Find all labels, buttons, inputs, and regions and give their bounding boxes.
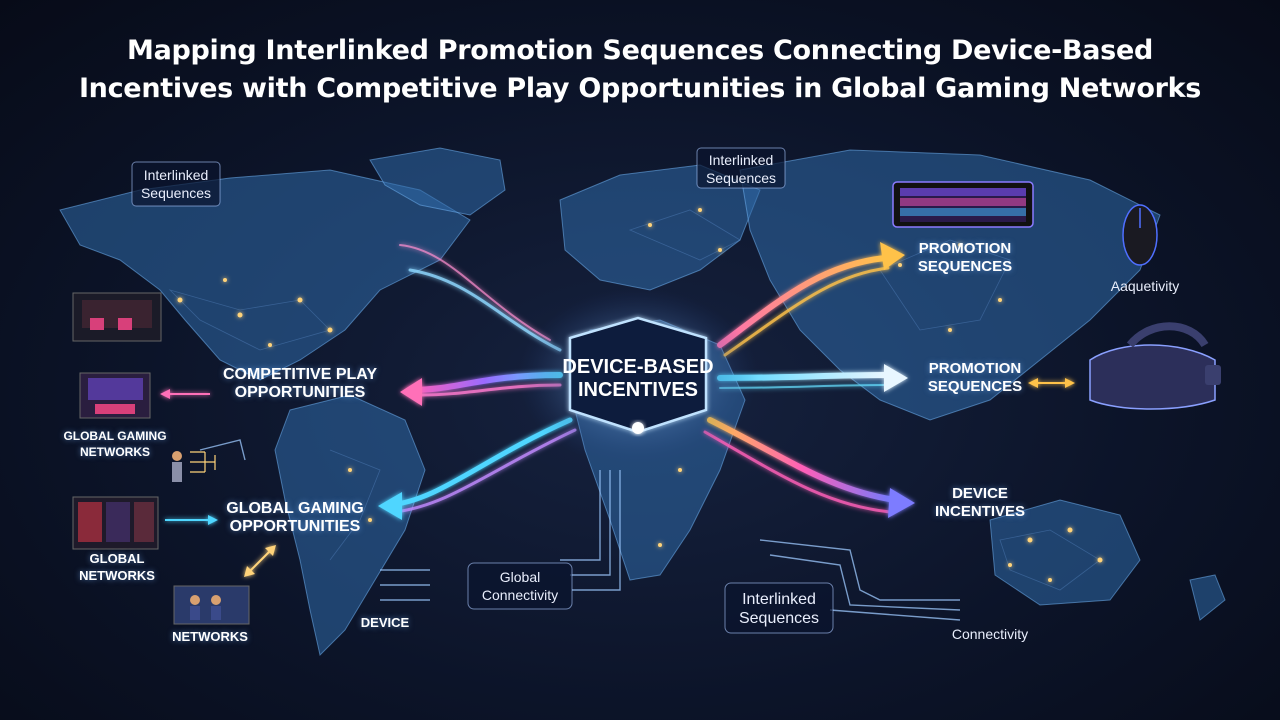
vr-headset-icon <box>1089 322 1221 410</box>
label-competitive-play-opportunities: COMPETITIVE PLAY OPPORTUNITIES <box>222 366 378 401</box>
stream-global-opp <box>387 417 573 508</box>
title-line-1: Mapping Interlinked Promotion Sequences … <box>127 35 1153 66</box>
label-networks: NETWORKS <box>172 629 248 644</box>
label-global-networks: GLOBAL NETWORKS <box>79 551 155 583</box>
hub: DEVICE-BASED INCENTIVES <box>518 288 758 468</box>
arrow-to-promotion-mid <box>884 364 908 392</box>
glow-nodes <box>177 208 1103 582</box>
networks-players-icon <box>173 585 250 625</box>
label-device: DEVICE <box>360 615 410 630</box>
arrow-to-global-opp <box>378 492 402 520</box>
circuit-small-arrows <box>160 378 1075 577</box>
hub-line-2: INCENTIVES <box>578 379 698 401</box>
player-figure-icon <box>172 451 182 482</box>
arrowheads-left <box>378 378 422 520</box>
north-america <box>59 169 471 381</box>
label-global-gaming-networks: GLOBAL GAMING NETWORKS <box>63 429 167 459</box>
arrow-to-device-incentives <box>888 488 915 518</box>
team-chart-icon <box>190 451 216 473</box>
new-zealand <box>1189 574 1226 621</box>
australia <box>989 499 1141 606</box>
greenland <box>369 147 506 216</box>
label-device-incentives: DEVICE INCENTIVES <box>934 485 1025 520</box>
tournament-screens-icon <box>72 496 159 550</box>
hub-hexagon <box>568 316 708 434</box>
asia <box>739 149 1161 421</box>
label-interlinked-sequences-bottom: Interlinked Sequences <box>738 591 820 627</box>
esports-stage-icon <box>72 292 162 342</box>
arrow-to-competitive <box>400 378 422 406</box>
label-promotion-sequences-mid: PROMOTION SEQUENCES <box>927 360 1023 395</box>
gaming-room-icon <box>79 372 151 419</box>
label-box-outlines <box>131 147 834 634</box>
keyboard-icon <box>892 181 1034 228</box>
hub-line-1: DEVICE-BASED <box>562 356 713 378</box>
europe <box>559 164 761 291</box>
stream-promotion-top <box>717 255 888 348</box>
south-america <box>274 394 426 656</box>
label-aaquetivity: Aaquetivity <box>1110 278 1180 294</box>
arrow-to-promotion-top <box>880 242 905 270</box>
page-title: Mapping Interlinked Promotion Sequences … <box>0 32 1280 108</box>
title-line-2: Incentives with Competitive Play Opportu… <box>78 73 1202 104</box>
stream-device-incentives <box>707 417 898 503</box>
streams-right <box>703 255 898 514</box>
label-promotion-sequences-top: PROMOTION SEQUENCES <box>917 240 1013 275</box>
arrowheads-right <box>880 242 915 518</box>
label-interlinked-sequences-top-left: Interlinked Sequences <box>140 167 212 201</box>
circuit-traces <box>199 439 961 621</box>
label-global-gaming-opportunities: GLOBAL GAMING OPPORTUNITIES <box>226 500 364 535</box>
label-global-connectivity: Global Connectivity <box>481 569 559 603</box>
label-interlinked-sequences-top-mid: Interlinked Sequences <box>705 152 777 186</box>
mouse-icon <box>1122 204 1158 266</box>
label-connectivity: Connectivity <box>951 626 1029 642</box>
